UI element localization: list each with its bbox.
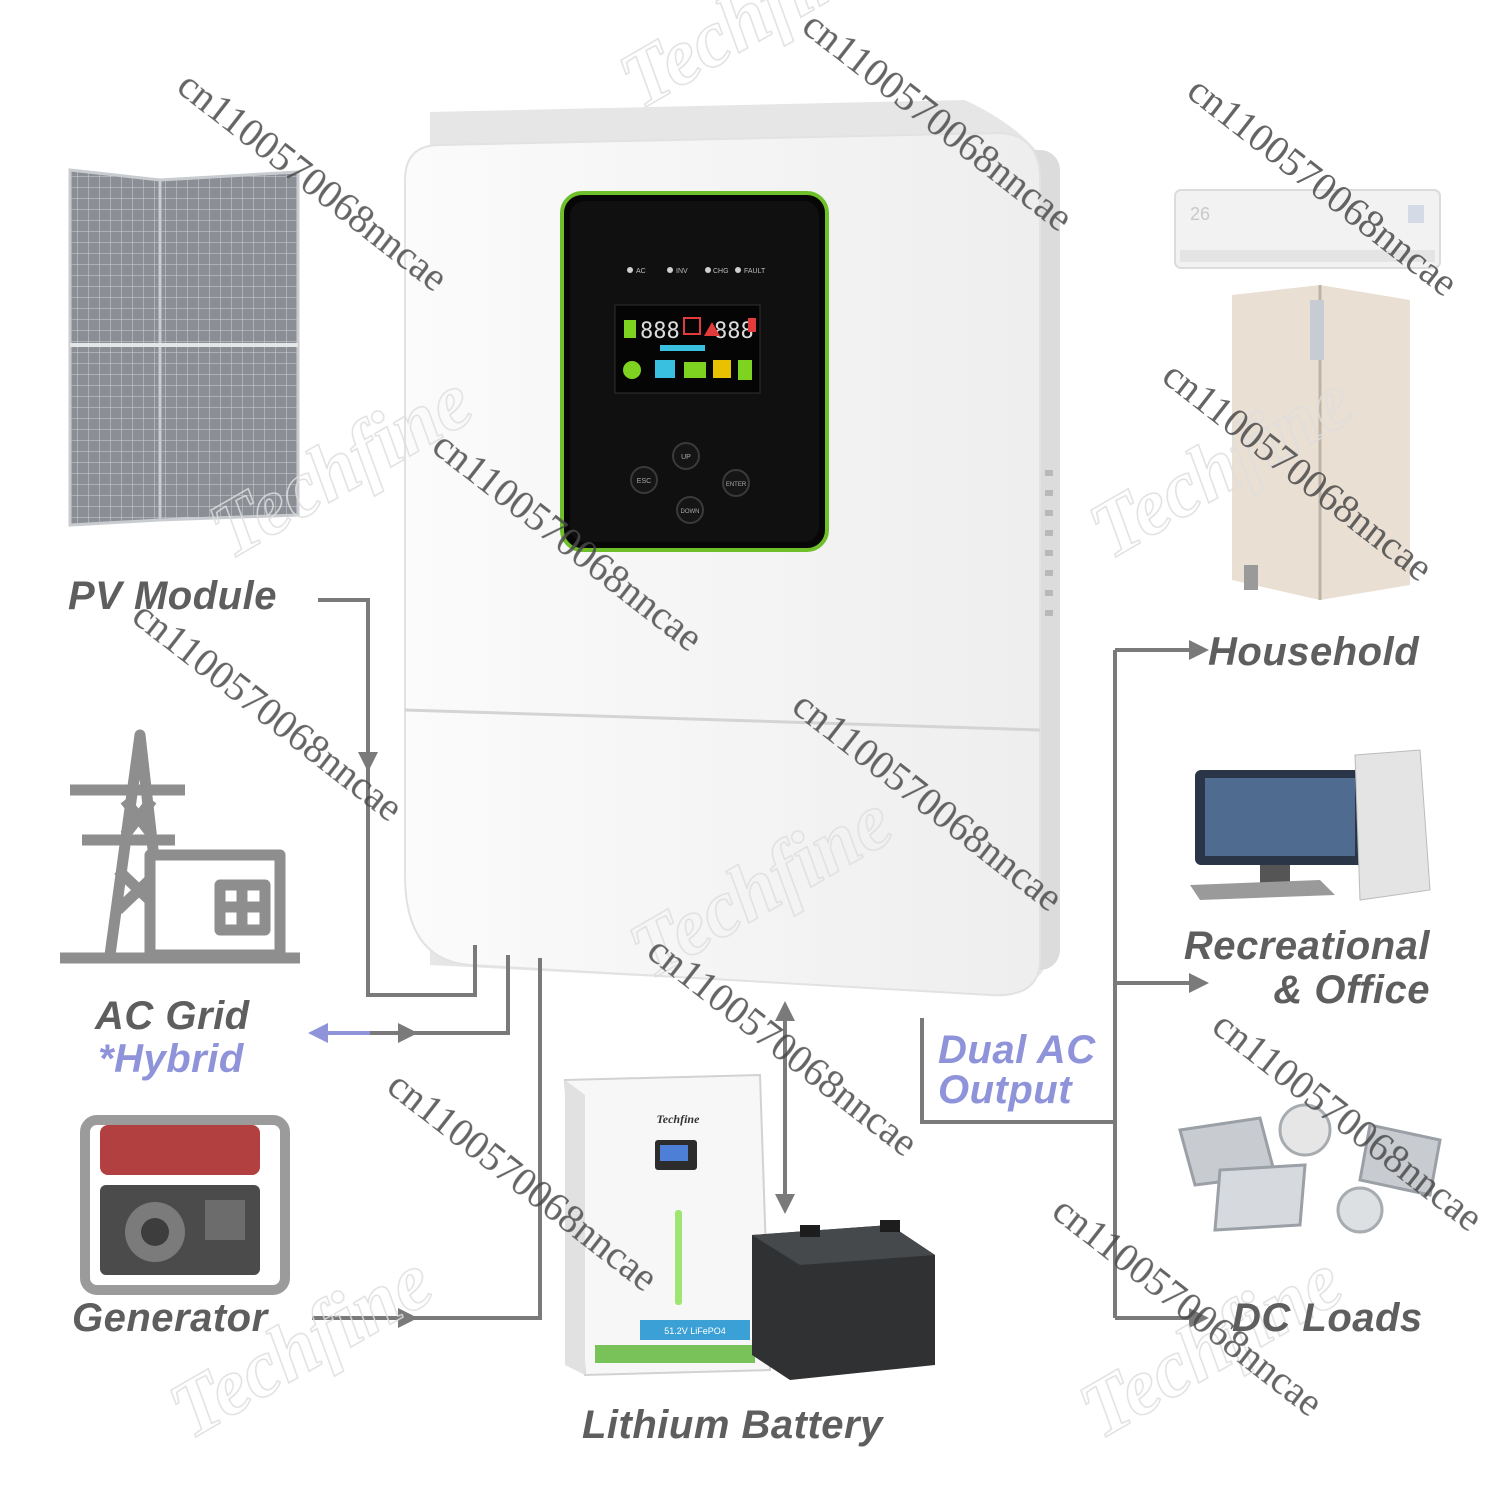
enter-button[interactable]: ENTER bbox=[722, 469, 750, 497]
air-conditioner-icon: 26 bbox=[1174, 189, 1441, 269]
power-grid-icon bbox=[60, 729, 300, 964]
household-label: Household bbox=[1208, 630, 1420, 674]
down-button[interactable]: DOWN bbox=[676, 496, 704, 524]
status-indicators: AC INV CHG FAULT bbox=[627, 267, 766, 275]
indicator-inv-label: INV bbox=[676, 268, 688, 275]
esc-button-label: ESC bbox=[637, 478, 651, 485]
pv-connection-line bbox=[318, 598, 477, 997]
lcd-left-value: 888 bbox=[640, 319, 680, 344]
battery-spec: 51.2V LiFePO4 bbox=[664, 1326, 726, 1336]
indicator-fault-label: FAULT bbox=[744, 268, 766, 275]
lithium-battery-label: Lithium Battery bbox=[582, 1403, 883, 1447]
led-flood-lights-icon bbox=[1178, 1103, 1442, 1234]
control-buttons: UP ESC ENTER DOWN bbox=[630, 442, 750, 524]
generator-label: Generator bbox=[72, 1296, 268, 1340]
output-connection-line bbox=[920, 1018, 1115, 1124]
hybrid-label: *Hybrid bbox=[98, 1037, 244, 1081]
dual-ac-output-line2: Output bbox=[938, 1068, 1073, 1112]
enter-button-label: ENTER bbox=[726, 482, 747, 488]
hybrid-inverter bbox=[404, 100, 1060, 997]
watermark-code-3: cn1100570068nncae bbox=[1179, 67, 1466, 305]
lead-acid-battery-icon bbox=[752, 1220, 935, 1380]
ac-grid-label: AC Grid bbox=[95, 994, 250, 1038]
dc-loads-label: DC Loads bbox=[1232, 1296, 1423, 1340]
esc-button[interactable]: ESC bbox=[630, 466, 658, 494]
down-button-label: DOWN bbox=[681, 509, 700, 515]
indicator-chg-label: CHG bbox=[713, 268, 729, 275]
desktop-computer-icon bbox=[1190, 749, 1431, 901]
up-button-label: UP bbox=[681, 454, 691, 461]
pv-module-label: PV Module bbox=[68, 574, 277, 618]
battery-brand-logo: Techfine bbox=[657, 1112, 701, 1126]
generator-icon bbox=[80, 1115, 290, 1295]
dual-ac-output-line1: Dual AC bbox=[938, 1028, 1096, 1072]
lithium-battery-icon: Techfine 51.2V LiFePO4 LITHIUM BATTERY bbox=[563, 1073, 772, 1377]
recreational-label-line2: & Office bbox=[1273, 968, 1430, 1012]
ac-temperature: 26 bbox=[1190, 204, 1210, 224]
connection-lines bbox=[308, 598, 1209, 1328]
up-button[interactable]: UP bbox=[672, 442, 700, 470]
refrigerator-icon bbox=[1232, 285, 1410, 600]
indicator-ac-label: AC bbox=[636, 268, 646, 275]
solar-panel-icon bbox=[68, 168, 300, 527]
lcd-screen: 888 888 bbox=[614, 304, 761, 394]
lcd-right-value: 888 bbox=[714, 319, 754, 344]
vent-grille bbox=[1045, 470, 1053, 616]
recreational-label-line1: Recreational bbox=[1183, 924, 1430, 968]
